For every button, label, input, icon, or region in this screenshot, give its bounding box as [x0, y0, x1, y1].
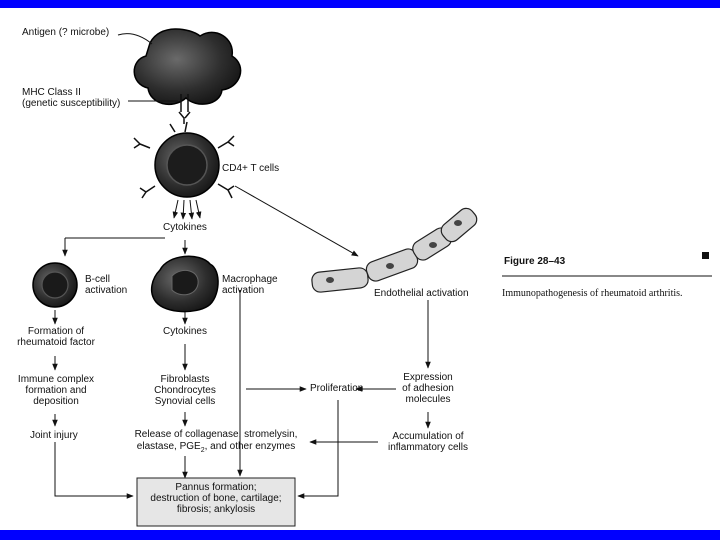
bcell-label-line2: activation	[85, 285, 127, 297]
antigen-label: Antigen (? microbe)	[22, 27, 109, 39]
expression-label-line3: molecules	[388, 394, 468, 406]
diagram-graphics	[0, 8, 720, 530]
release-label-part2: , and other enzymes	[205, 441, 296, 452]
release-label-line2: elastase, PGE2, and other enzymes	[118, 441, 314, 453]
accumulation-label-line2: inflammatory cells	[378, 442, 478, 454]
figure-number: Figure 28–43	[504, 256, 565, 268]
cytokines-top-label: Cytokines	[163, 222, 207, 234]
rf-label-line2: rheumatoid factor	[10, 337, 102, 349]
arrow-tcell-endothelium	[235, 186, 358, 256]
mhc-label-line2: (genetic susceptibility)	[22, 98, 120, 110]
macrophage-nucleus	[172, 270, 198, 294]
immune-complex-label-line3: deposition	[10, 396, 102, 408]
cytokines-branch	[65, 238, 185, 256]
macrophage-label-line2: activation	[222, 285, 264, 297]
antigen-pointer	[118, 34, 152, 44]
pannus-label-line3: fibrosis; ankylosis	[137, 504, 295, 516]
endothelial-label: Endothelial activation	[374, 288, 469, 300]
cytokines-mid-label: Cytokines	[145, 326, 225, 338]
b-cell-nucleus	[42, 272, 68, 298]
cd4-t-cell-nucleus	[167, 145, 207, 185]
proliferation-label: Proliferation	[310, 383, 363, 395]
right-column-arrows	[310, 300, 428, 442]
release-label-line1: Release of collagenase, stromelysin,	[118, 429, 314, 441]
endothelial-cells	[311, 205, 480, 293]
figure-caption: Immunopathogenesis of rheumatoid arthrit…	[502, 288, 683, 300]
joint-injury-label: Joint injury	[30, 430, 78, 442]
caption-square	[702, 252, 709, 259]
release-label-part1: elastase, PGE	[137, 441, 201, 452]
cytokine-release-arrows	[174, 200, 200, 219]
antigen-microbe	[134, 29, 240, 104]
diagram-page: Antigen (? microbe) MHC Class II (geneti…	[0, 8, 720, 530]
cd4-label: CD4+ T cells	[222, 163, 279, 175]
fibroblasts-label-line3: Synovial cells	[140, 396, 230, 408]
